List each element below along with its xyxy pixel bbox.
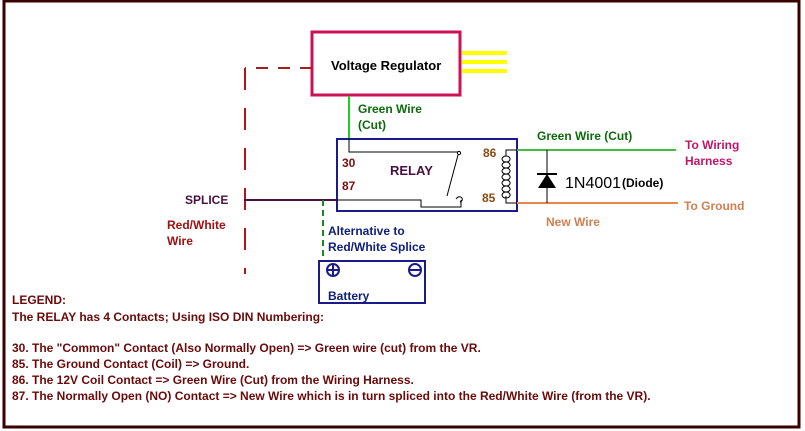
relay-pin-87: 87: [342, 179, 356, 193]
legend-item: 87. The Normally Open (NO) Contact => Ne…: [12, 389, 651, 403]
relay: 30 87 86 85 RELAY: [336, 138, 518, 212]
relay-box: [336, 138, 518, 212]
legend-title: LEGEND:: [12, 293, 66, 307]
relay-label: RELAY: [390, 163, 433, 178]
voltage-regulator-label: Voltage Regulator: [331, 58, 441, 73]
red-white-wire-label-2: Wire: [167, 234, 193, 248]
splice-label: SPLICE: [185, 193, 228, 207]
harness-green-wire-label: Green Wire (Cut): [537, 129, 632, 143]
relay-contact-87-terminal: [455, 196, 463, 203]
relay-switch-arm: [446, 154, 459, 197]
relay-pin-30: 30: [342, 156, 356, 170]
battery-label: Battery: [328, 289, 370, 303]
to-wiring-harness-label-2: Harness: [685, 154, 733, 168]
diode-part-number: 1N4001: [565, 175, 621, 192]
battery-positive-icon: [326, 263, 340, 277]
legend: LEGEND: The RELAY has 4 Contacts; Using …: [12, 293, 651, 403]
diode-triangle-icon: [538, 174, 556, 188]
legend-subtitle: The RELAY has 4 Contacts; Using ISO DIN …: [12, 310, 324, 324]
alternative-label-2: Red/White Splice: [328, 240, 426, 254]
relay-contact-30-terminal: [456, 150, 462, 156]
alternative-label-1: Alternative to: [328, 224, 405, 238]
relay-contact-87-path: [337, 199, 462, 208]
vr-green-wire-label-2: (Cut): [358, 118, 386, 132]
voltage-regulator-box: [310, 30, 462, 97]
relay-contact-30-path: [348, 139, 458, 153]
relay-pin-86: 86: [483, 146, 497, 160]
legend-item: 85. The Ground Contact (Coil) => Ground.: [12, 357, 249, 371]
red-white-wire: [244, 67, 312, 274]
voltage-regulator: Voltage Regulator: [310, 30, 507, 97]
diode-type-label: (Diode): [622, 176, 663, 190]
battery-negative-icon: [408, 263, 422, 277]
relay-coil: [501, 149, 517, 204]
to-wiring-harness-label-1: To Wiring: [685, 138, 739, 152]
vr-green-wire-label-1: Green Wire: [358, 102, 422, 116]
new-wire-label: New Wire: [546, 215, 600, 229]
legend-item: 30. The "Common" Contact (Also Normally …: [12, 341, 481, 355]
vr-output-leads: [462, 51, 507, 73]
legend-item: 86. The 12V Coil Contact => Green Wire (…: [12, 373, 414, 387]
battery-box: [318, 260, 426, 304]
battery: Battery: [318, 260, 426, 304]
relay-pin-85: 85: [482, 191, 496, 205]
diode: 1N4001 (Diode): [537, 150, 663, 203]
red-white-wire-label-1: Red/White: [167, 218, 226, 232]
to-ground-label: To Ground: [684, 199, 744, 213]
